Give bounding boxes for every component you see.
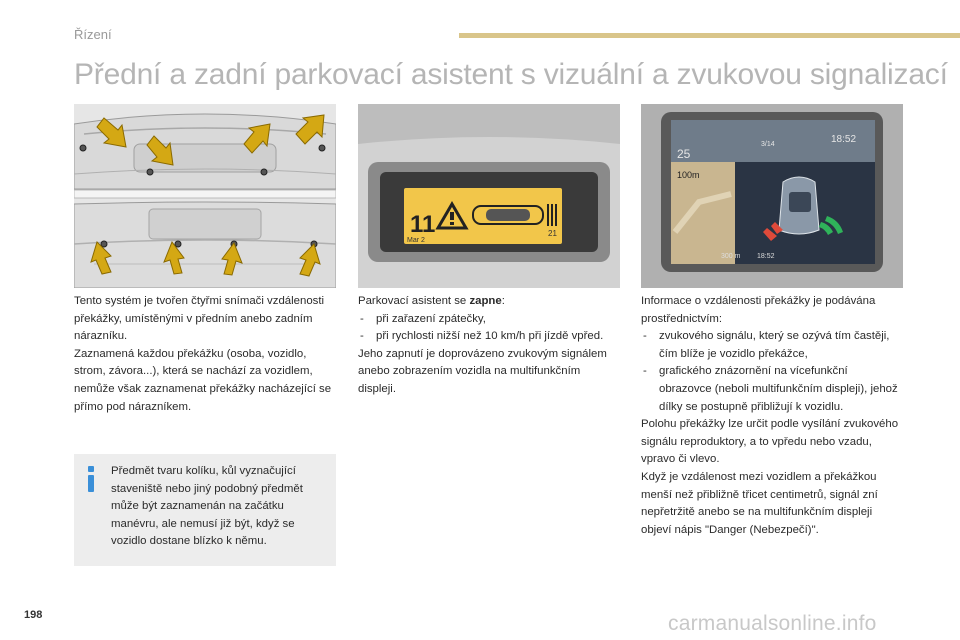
bumper-sensors-figure (74, 104, 336, 288)
column-sensors: Tento systém je tvořen čtyřmi snímači vz… (74, 293, 339, 416)
page-title: Přední a zadní parkovací asistent s vizu… (74, 58, 948, 91)
page-number: 198 (24, 609, 43, 621)
col1-paragraph-1: Tento systém je tvořen čtyřmi snímači vz… (74, 295, 325, 343)
touchscreen-figure: 25 18:52 3/14 100m 300 m 18:52 (641, 104, 903, 288)
info-note: Předmět tvaru kolíku, kůl vyznačující st… (74, 454, 336, 566)
col2-intro-bold: zapne (469, 295, 502, 307)
info-note-text: Předmět tvaru kolíku, kůl vyznačující st… (111, 465, 303, 548)
col3-list-item: grafického znázornění na vícefunkční obr… (641, 363, 903, 416)
col2-intro-prefix: Parkovací asistent se (358, 295, 470, 307)
col1-paragraph-2: Zaznamená každou překážku (osoba, vozidl… (74, 347, 332, 413)
bumper-sensors-illustration (74, 104, 336, 288)
dash-date: Mar 2 (407, 237, 425, 244)
screen-temperature: 25 (677, 147, 691, 161)
dash-value: 21 (548, 229, 557, 238)
section-title: Řízení (74, 27, 112, 42)
col3-intro: Informace o vzdálenosti překážky je podá… (641, 295, 876, 325)
col3-paragraph-3: Když je vzdálenost mezi vozidlem a překá… (641, 470, 878, 536)
col2-intro: Parkovací asistent se zapne: (358, 293, 620, 311)
col2-list-item: při rychlosti nižší než 10 km/h při jízd… (358, 328, 620, 346)
screen-time: 18:52 (831, 134, 856, 145)
header-rule (459, 33, 960, 38)
column-activation: Parkovací asistent se zapne: při zařazen… (358, 293, 620, 399)
screen-bottom-time: 18:52 (757, 253, 775, 260)
screen-bottom-distance: 300 m (721, 253, 741, 260)
screen-distance: 100m (677, 170, 700, 180)
column-information: Informace o vzdálenosti překážky je podá… (641, 293, 903, 539)
col3-list-item: zvukového signálu, který se ozývá tím ča… (641, 328, 903, 363)
col2-list-item: při zařazení zpátečky, (358, 311, 620, 329)
screen-track: 3/14 (761, 141, 775, 148)
watermark: carmanualsonline.info (668, 612, 877, 635)
dash-number: 11 (410, 211, 435, 238)
dashboard-display-illustration: 11 Mar 2 21 (358, 104, 620, 288)
col2-intro-suffix: : (501, 295, 505, 307)
col3-paragraph-2: Polohu překážky lze určit podle vysílání… (641, 418, 899, 466)
info-icon (88, 466, 94, 492)
touchscreen-illustration: 25 18:52 3/14 100m 300 m 18:52 (641, 104, 903, 288)
col2-paragraph-2: Jeho zapnutí je doprovázeno zvukovým sig… (358, 347, 607, 395)
dashboard-display-figure: 11 Mar 2 21 (358, 104, 620, 288)
